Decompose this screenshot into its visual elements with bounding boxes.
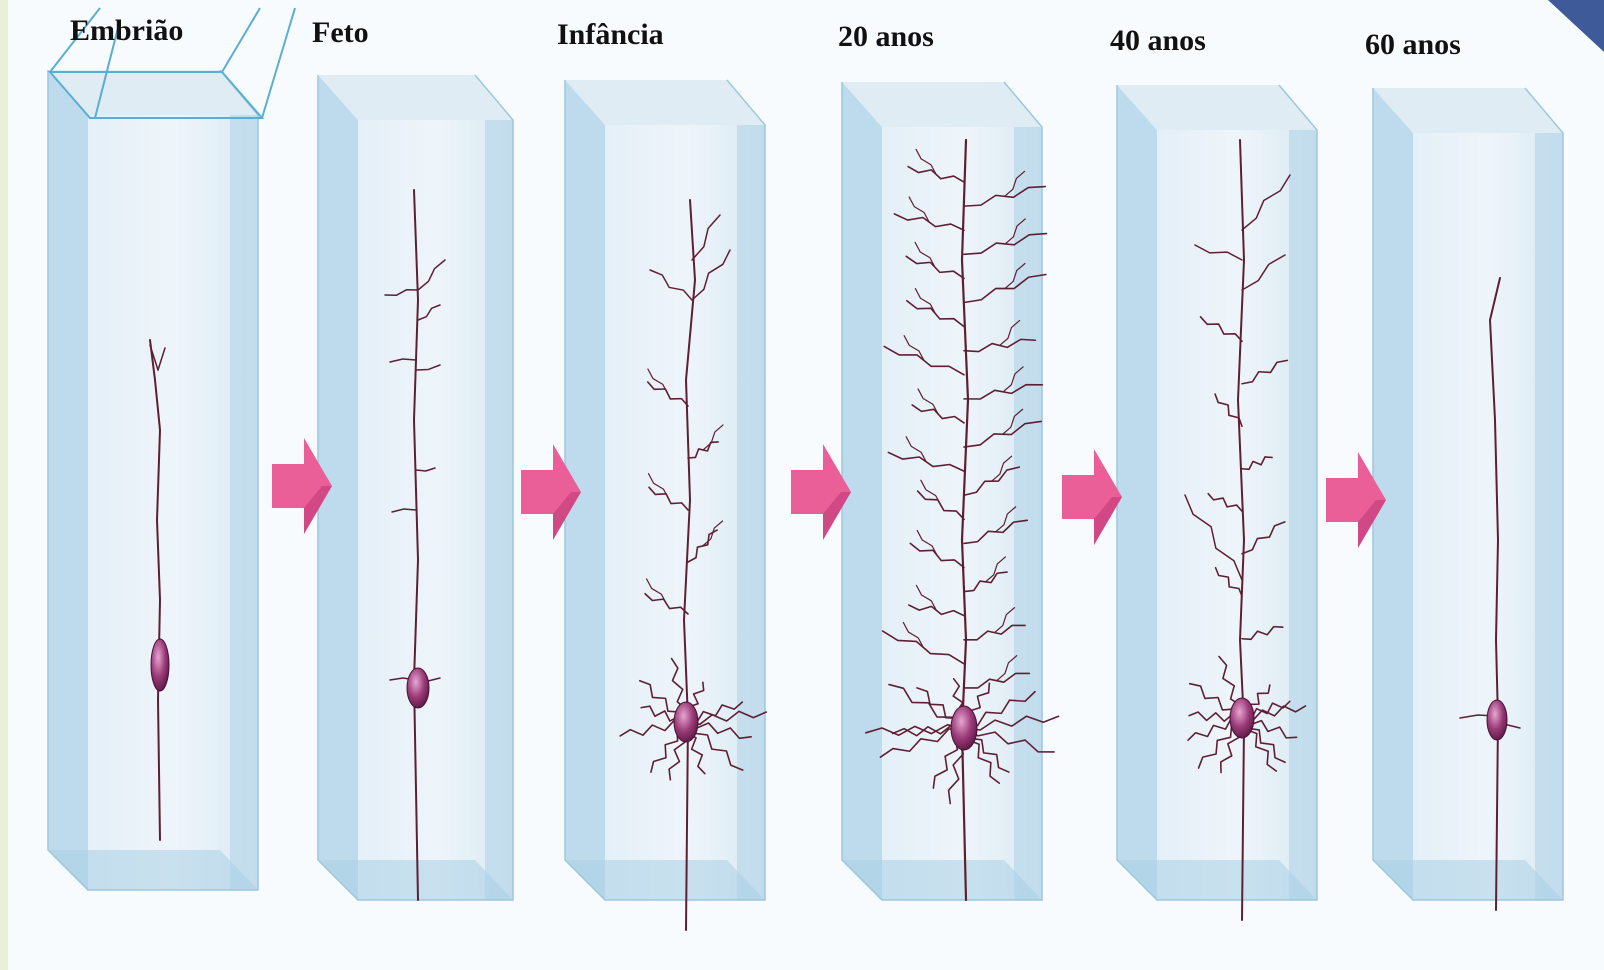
prism-6 bbox=[1373, 88, 1563, 900]
stage-label-5: 40 anos bbox=[1110, 24, 1206, 57]
prism-right-edge bbox=[1535, 133, 1563, 900]
prism-3 bbox=[565, 80, 765, 900]
prism-right-edge bbox=[737, 125, 765, 900]
prism-1 bbox=[48, 70, 258, 890]
stage-label-2: Feto bbox=[312, 16, 369, 49]
prism-5 bbox=[1117, 85, 1317, 900]
prism-right-edge bbox=[485, 120, 513, 900]
prism-right-edge bbox=[230, 115, 258, 890]
stage-label-3: Infância bbox=[557, 18, 664, 51]
stage-label-6: 60 anos bbox=[1365, 28, 1461, 61]
prism-side-face bbox=[48, 70, 88, 890]
stage-label-1: Embrião bbox=[70, 14, 183, 47]
prism-right-edge bbox=[1289, 130, 1317, 900]
prism-4 bbox=[842, 82, 1042, 900]
prism-side-face bbox=[1117, 85, 1157, 900]
stage-label-4: 20 anos bbox=[838, 20, 934, 53]
